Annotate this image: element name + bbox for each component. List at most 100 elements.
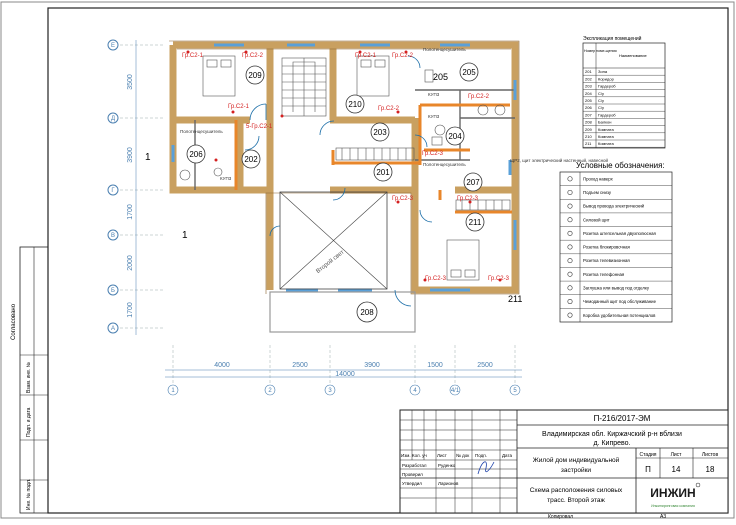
sheet-header: Лист [671,452,683,458]
circuit-labels: Гр.С2-1 Гр.С2-2 Гр.С2-1 Гр.С2-2 Гр.С2-1 … [182,53,510,282]
circuit-label: Гр.С2-1 [182,53,204,59]
power-routes [234,103,512,214]
explication-row-num: 210 [585,134,592,139]
signature [477,461,495,475]
note-towel-dryer: Полотенцесушитель [180,129,223,134]
svg-text:3: 3 [328,388,332,394]
project-location-line2: д. Кипрево. [593,440,630,447]
room-marker: 210 [345,94,365,114]
dimension-lines [135,40,522,378]
circuit-label: Гр.С2-3 [425,276,447,282]
svg-text:209: 209 [248,71,262,80]
svg-text:2000: 2000 [127,255,134,271]
circuit-label: Гр.С2-2 [468,94,490,100]
svg-text:206: 206 [189,150,203,159]
explication-row-name: С/у [598,105,604,110]
svg-text:3500: 3500 [127,74,134,90]
svg-text:Ларионов: Ларионов [438,481,459,486]
axis-lines [120,44,516,385]
stage-header: Стадия [639,452,656,458]
explication-header-name: Наименование [619,53,648,58]
stage-value: П [645,465,651,474]
svg-text:Д: Д [111,116,115,122]
svg-text:Подп.: Подп. [475,453,487,458]
svg-text:207: 207 [466,178,480,187]
shield-label: ЩР2, щит электрический настенный, навесн… [510,157,609,163]
svg-text:201: 201 [376,168,390,177]
tag-211: 211 [508,294,522,304]
svg-text:2500: 2500 [292,362,308,369]
svg-text:Изм.: Изм. [401,453,411,458]
explication-row-name: Комната [598,141,614,146]
svg-text:В: В [111,233,115,239]
title-block-grid [400,410,517,513]
left-stamp: Согласовано Взам. инв. № Подп. и дата Ин… [11,246,49,514]
room-marker: 201 [373,162,393,182]
legend-symbol-icon [567,244,573,250]
explication-row-name: Гардероб [598,84,616,89]
room-marker: 208 [356,301,378,323]
svg-text:4/1: 4/1 [451,388,460,394]
svg-text:ИНЖИН: ИНЖИН [650,486,695,500]
floor-plan: Второй свет [107,39,609,396]
format-label: А3 [660,514,666,520]
svg-text:Проверил: Проверил [402,472,423,477]
section-mark: 1 [145,152,151,163]
project-code: П-216/2017-ЭМ [594,414,651,423]
legend-symbol-icon [567,271,573,277]
room-number-markers: 209 210 205 203 206 202 204 201 207 211 … [186,62,485,323]
svg-text:14000: 14000 [335,371,355,378]
dimension-values-left: 3500 3900 1700 2000 1700 [127,74,134,318]
stamp-sign-date: Подп. и дата [26,407,32,437]
circuit-label: Гр.С2-1 [355,53,377,59]
svg-text:2500: 2500 [477,362,493,369]
small-notes: Полотенцесушитель Полотенцесушитель Поло… [180,47,609,181]
circuit-label: Гр.С2-3 [488,276,510,282]
room-marker: 202 [241,149,261,169]
explication-row-name: Комната [598,134,614,139]
stamp-inv-orig: Инв. № подл. [26,479,32,510]
explication-row-num: 207 [585,112,592,117]
svg-text:203: 203 [373,128,387,137]
svg-text:2: 2 [268,388,272,394]
legend-item-label: Чемоданный щит под обслуживание [583,299,657,304]
svg-text:211: 211 [469,218,482,227]
explication-row-name: Коридор [598,76,615,81]
legend: Условные обозначения: Проход наверхПодъе… [559,161,673,323]
explication-row-name: Зона [598,69,608,74]
title-block-roles: Разработал Проверил Утвердил Руденко Лар… [402,463,459,486]
doors [244,55,433,307]
svg-text:Б: Б [111,288,115,294]
svg-text:Утвердил: Утвердил [402,481,422,486]
svg-text:208: 208 [360,308,374,317]
svg-text:205: 205 [462,68,476,77]
circuit-label: Гр.С2-2 [392,53,414,59]
kup-label: КУП3 [428,92,440,97]
legend-item-label: Розетка телефонная [583,272,625,277]
copied-label: Копировал [548,514,573,520]
room-marker: 211 [465,212,485,232]
circuit-label: Гр.С2-1 [228,104,250,110]
svg-text:Дата: Дата [502,453,512,458]
legend-item-label: Силовой щит [583,217,610,222]
legend-symbol-icon [567,189,573,195]
svg-text:Инжиниринговая компания: Инжиниринговая компания [651,504,695,508]
room-marker: 209 [245,65,265,85]
explication-row-num: 202 [585,76,592,81]
company-logo: ИНЖИН Инжиниринговая компания [646,482,701,508]
circuit-label: Гр.С2-3 [392,196,414,202]
sheet-title: Схема расположения силовых [530,487,623,494]
legend-symbol-icon [567,285,573,291]
tag-205: 205 [433,72,448,82]
svg-text:№ док: № док [456,453,469,458]
legend-symbol-icon [567,203,573,209]
project-location: Владимирская обл. Киржачский р-н вблизи [542,430,682,438]
sheets-value: 18 [706,465,715,474]
explication-row-name: Балкон [598,120,611,125]
note-towel-dryer: Полотенцесушитель [423,47,466,52]
title-block: Изм. Кол. уч Лист № док Подп. Дата Разра… [399,409,729,520]
explication-row-num: 203 [585,84,592,89]
